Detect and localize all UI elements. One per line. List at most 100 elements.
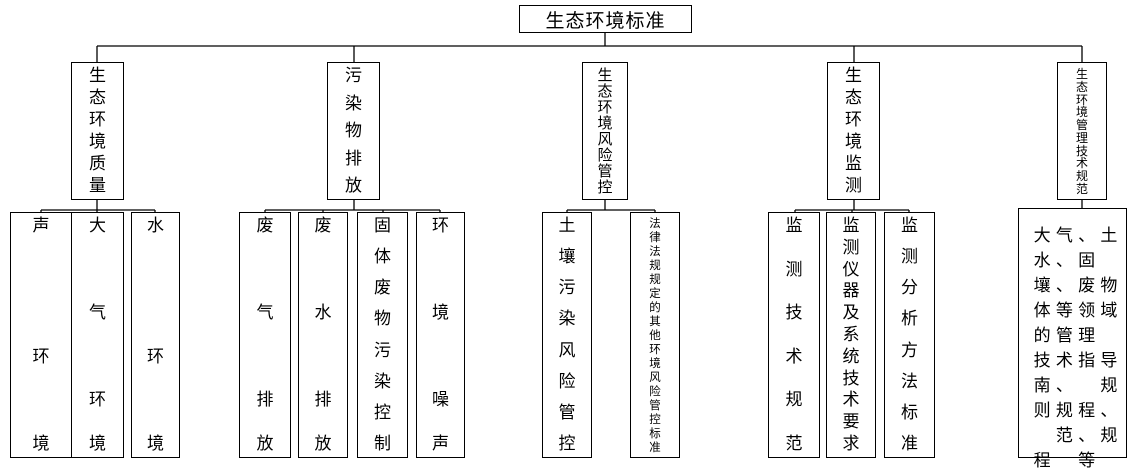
label-char: 险 — [649, 383, 661, 398]
label-char: 导 — [1100, 351, 1118, 371]
label-char — [153, 262, 158, 279]
label-char: 等 — [1055, 301, 1073, 321]
category-label: 生态环境监测 — [828, 63, 879, 199]
leaf-label: 大气、土水、固 壤、废物体等领域的管理 技术指导南、 规则规程、 范、规程 等 — [1031, 221, 1120, 471]
category-risk-control: 生态环境风险管控 — [582, 62, 628, 200]
leaf-monitoring-tech-spec: 监测技术规范 — [768, 212, 820, 458]
label-char: 境 — [432, 303, 449, 324]
label-char: 质 — [89, 154, 106, 174]
label-char: 风 — [597, 130, 613, 148]
label-char: 理 — [1075, 130, 1088, 145]
label-char: 求 — [842, 433, 860, 454]
leaf-label: 环 境 噪声 — [417, 213, 464, 457]
label-char: 气 — [1055, 226, 1073, 246]
label-char: 规 — [1055, 401, 1073, 421]
label-char: 生 — [89, 66, 106, 86]
label-char: 生 — [1075, 67, 1088, 81]
label-char: 、 — [1100, 401, 1118, 421]
label-char: 壤 — [558, 247, 576, 268]
label-char: 监 — [785, 216, 803, 236]
leaf-other-risk-standards: 法律法规规定的其他环境风险管控标准 — [630, 212, 680, 458]
label-char: 他 — [649, 327, 661, 342]
label-char: 土 — [1100, 226, 1118, 246]
leaf-label: 监测仪器及系统技术要求 — [827, 213, 875, 457]
label-char: 环 — [32, 346, 50, 367]
label-char: 境 — [89, 433, 106, 454]
label-char: 态 — [845, 88, 862, 108]
label-char: 管 — [558, 402, 576, 423]
label-char: 物 — [374, 309, 391, 330]
label-char: 析 — [901, 309, 918, 330]
label-char: 领 — [1078, 301, 1096, 321]
label-char: 环 — [432, 216, 449, 236]
label-char: 器 — [842, 281, 860, 302]
label-char: 染 — [374, 371, 391, 392]
label-char — [320, 262, 325, 279]
label-char: 控 — [374, 402, 391, 423]
category-label: 生态环境质量 — [72, 63, 123, 199]
label-char: 南 — [1033, 376, 1051, 396]
label-char: 境 — [32, 433, 50, 454]
label-char: 气 — [256, 303, 274, 324]
label-char: 生 — [845, 66, 862, 86]
leaf-analysis-method-standard: 监测分析方法标准 — [884, 212, 935, 458]
label-char — [153, 305, 158, 322]
label-char — [1039, 424, 1044, 444]
label-char: 排 — [345, 148, 362, 169]
label-char: 环 — [649, 341, 661, 356]
label-char: 废 — [314, 216, 332, 236]
leaf-label: 监测技术规范 — [769, 213, 819, 457]
label-char: 态 — [89, 88, 106, 108]
label-char: 境 — [845, 132, 862, 152]
leaf-exhaust-gas: 废 气 排放 — [239, 212, 291, 458]
label-char — [320, 349, 325, 366]
label-char: 监 — [842, 216, 860, 236]
root-node: 生态环境标准 — [519, 5, 692, 33]
label-char: 测 — [845, 176, 862, 196]
label-char: 管 — [1055, 326, 1073, 346]
leaf-water-environment: 水 环 境 — [131, 212, 180, 458]
label-char: 环 — [89, 110, 106, 130]
leaf-label: 废 气 排放 — [240, 213, 290, 457]
label-char: 放 — [345, 176, 362, 196]
label-char: 规 — [1100, 376, 1118, 396]
category-label: 污染物排放 — [328, 63, 379, 199]
label-char: 法 — [649, 243, 661, 258]
label-char: 污 — [374, 340, 391, 361]
label-char: 壤 — [1033, 276, 1051, 296]
label-char: 体 — [1033, 301, 1051, 321]
label-char: 测 — [842, 237, 860, 258]
label-char: 分 — [901, 278, 918, 299]
leaf-solid-waste: 固体废物污染控制 — [357, 212, 408, 458]
label-char: 态 — [597, 82, 613, 100]
label-char: 程 — [1033, 451, 1051, 471]
label-char: 风 — [649, 369, 661, 384]
label-char: 范 — [785, 433, 803, 454]
label-char: 废 — [374, 278, 391, 299]
label-char: 程 — [1078, 401, 1096, 421]
label-char: 等 — [1078, 451, 1096, 471]
label-char — [262, 262, 267, 279]
label-char: 规 — [1100, 426, 1118, 446]
label-char — [153, 392, 158, 409]
label-char: 要 — [842, 412, 860, 433]
label-char: 术 — [1075, 156, 1088, 171]
label-char: 风 — [558, 340, 576, 361]
label-char: 范 — [1075, 181, 1088, 196]
label-char: 系 — [842, 324, 860, 345]
label-char: 、 — [1055, 376, 1073, 396]
label-char: 噪 — [432, 390, 449, 411]
label-char: 水 — [147, 216, 164, 236]
label-char: 土 — [558, 216, 576, 236]
label-char: 物 — [345, 121, 362, 141]
label-char: 量 — [89, 176, 106, 196]
label-char: 技 — [842, 368, 860, 389]
label-char: 声 — [32, 216, 50, 236]
leaf-waste-water: 废 水 排放 — [298, 212, 348, 458]
label-char — [38, 392, 43, 409]
label-char: 废 — [1078, 276, 1096, 296]
label-char: 放 — [256, 433, 274, 454]
label-char: 排 — [314, 390, 332, 411]
label-char: 水 — [1033, 251, 1051, 271]
